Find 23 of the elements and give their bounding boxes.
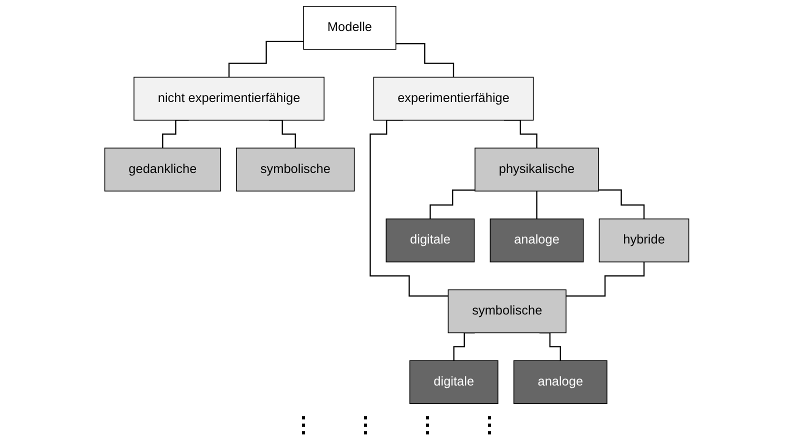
- connector: [369, 120, 448, 297]
- node-box: nicht experimentierfähige: [133, 76, 324, 121]
- node-box: gedankliche: [104, 148, 221, 192]
- continuation-dots: ⋮: [354, 412, 376, 438]
- continuation-dots: ⋮: [292, 412, 314, 438]
- connector: [429, 190, 475, 220]
- node-box: physikalische: [474, 148, 599, 192]
- node-box: Modelle: [302, 6, 396, 50]
- node-box: experimentierfähige: [372, 76, 534, 121]
- node-box: digitale: [409, 360, 498, 404]
- node-box: symbolische: [236, 148, 354, 192]
- node-box: analoge: [490, 218, 584, 262]
- connector: [566, 261, 644, 297]
- node-box: symbolische: [448, 289, 566, 334]
- connector: [598, 189, 644, 220]
- continuation-dots: ⋮: [478, 412, 500, 438]
- connector: [396, 43, 454, 78]
- connector: [536, 190, 538, 220]
- continuation-dots: ⋮: [416, 412, 438, 438]
- node-box: analoge: [513, 360, 608, 404]
- node-box: hybride: [598, 218, 689, 262]
- node-box: digitale: [385, 218, 474, 262]
- connector: [228, 40, 304, 78]
